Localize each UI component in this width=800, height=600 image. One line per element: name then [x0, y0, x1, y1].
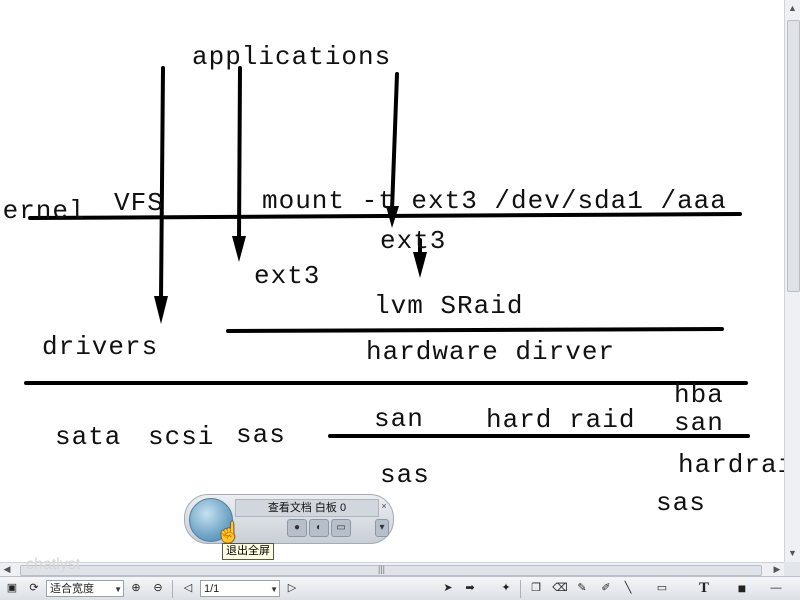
eraser-icon[interactable]: ⌫ — [552, 582, 568, 594]
label-mount-command: mount -t ext3 /dev/sda1 /aaa — [262, 186, 727, 216]
text-tool-icon[interactable]: T — [698, 580, 709, 596]
arrow-tool-icon[interactable]: ➡ — [465, 582, 475, 594]
label-hardware-driver: hardware dirver — [366, 337, 616, 367]
zoom-mode-value: 适合宽度 — [50, 583, 94, 595]
rotate-icon[interactable]: ⟳ — [29, 582, 39, 594]
horizontal-scroll-thumb[interactable] — [20, 565, 762, 576]
line-tool-icon[interactable]: ╲ — [624, 582, 632, 594]
prev-page-icon[interactable]: ◁ — [183, 582, 193, 594]
scroll-down-icon[interactable]: ▼ — [788, 548, 797, 558]
scroll-up-icon[interactable]: ▲ — [788, 3, 797, 13]
label-applications: applications — [192, 42, 392, 72]
lvm-line — [226, 327, 724, 333]
toolbar-separator — [172, 580, 173, 598]
laser-icon[interactable]: ✦ — [501, 582, 511, 594]
panel-tool-icon-3[interactable]: ▭ — [331, 519, 351, 537]
scroll-right-icon[interactable]: ▶ — [773, 564, 781, 574]
bottom-toolbar: ▣ ⟳ 适合宽度 ▼ ⊕ ⊖ ◁ 1/1 ▼ ▷ ➤ ➡ ✦ ❐ ⌫ ✎ ✐ ╲… — [0, 576, 800, 600]
pen-icon[interactable]: ✎ — [577, 582, 587, 594]
floating-control-panel[interactable]: 查看文档 白板 0 × ● ◐ ▭ ▾ — [184, 494, 394, 544]
label-sas-right: sas — [656, 488, 706, 518]
label-sata: sata — [55, 422, 122, 452]
panel-tool-icon-2[interactable]: ◐ — [309, 519, 329, 537]
label-sas-mid: sas — [380, 460, 430, 490]
panel-title: 查看文档 白板 0 — [235, 499, 379, 517]
label-kernel: kernel — [0, 196, 86, 226]
label-scsi: scsi — [148, 422, 215, 452]
zoom-in-icon[interactable]: ⊕ — [131, 582, 141, 594]
color-picker-icon[interactable]: ■ — [737, 580, 747, 596]
exit-fullscreen-icon[interactable] — [189, 498, 233, 542]
label-san-right: san — [674, 408, 724, 438]
arrow-ext3-left — [237, 66, 242, 242]
kernel-line — [28, 212, 742, 220]
label-ext3-left: ext3 — [254, 261, 321, 291]
highlighter-icon[interactable]: ✐ — [601, 582, 611, 594]
label-sas-left: sas — [236, 420, 286, 450]
line-width-icon[interactable]: — — [770, 582, 782, 594]
label-ext3-right: ext3 — [380, 226, 447, 256]
pointer-icon[interactable]: ➤ — [443, 582, 453, 594]
arrow-ext3-right — [390, 72, 399, 212]
watermark: chatlyst — [26, 556, 81, 573]
arrowhead-drivers — [154, 296, 168, 324]
page-indicator-value: 1/1 — [204, 583, 220, 595]
copy-icon[interactable]: ❐ — [531, 582, 541, 594]
arrowhead-ext3-right — [386, 206, 399, 228]
chevron-down-icon: ▼ — [114, 585, 122, 594]
label-hba: hba — [674, 380, 724, 410]
panel-close-icon[interactable]: × — [381, 501, 387, 511]
next-page-icon[interactable]: ▷ — [287, 582, 297, 594]
toolbar-separator — [520, 580, 521, 598]
label-drivers: drivers — [42, 332, 159, 362]
page-indicator-select[interactable]: 1/1 ▼ — [200, 580, 280, 597]
whiteboard-ink — [24, 66, 750, 438]
hand-cursor-icon: ☝ — [216, 522, 241, 544]
chevron-down-icon: ▼ — [270, 585, 278, 594]
label-hardraid-right: hardrai — [678, 450, 784, 480]
exit-fullscreen-tooltip: 退出全屏 — [222, 543, 274, 560]
rectangle-tool-icon[interactable]: ▭ — [656, 582, 668, 594]
vertical-scrollbar[interactable]: ▲ ▼ — [784, 0, 800, 562]
arrowhead-lvm — [413, 252, 427, 278]
arrow-drivers — [159, 66, 165, 302]
whiteboard-canvas[interactable]: applications kernel VFS mount -t ext3 /d… — [0, 0, 784, 562]
label-san-mid: san — [374, 404, 424, 434]
label-lvm-sraid: lvm SRaid — [374, 291, 524, 321]
window-icon[interactable]: ▣ — [6, 582, 18, 594]
zoom-out-icon[interactable]: ⊖ — [153, 582, 163, 594]
arrowhead-ext3-left — [232, 236, 246, 262]
zoom-mode-select[interactable]: 适合宽度 ▼ — [46, 580, 124, 597]
panel-expand-icon[interactable]: ▾ — [375, 519, 389, 537]
panel-tool-icon-1[interactable]: ● — [287, 519, 307, 537]
label-hard-raid: hard raid — [486, 405, 636, 435]
scroll-grip-icon: ||| — [378, 564, 386, 574]
label-vfs: VFS — [114, 188, 164, 218]
scrollbar-corner — [784, 562, 800, 576]
scroll-left-icon[interactable]: ◀ — [3, 564, 11, 574]
vertical-scroll-thumb[interactable] — [787, 20, 800, 292]
horizontal-scrollbar[interactable]: ◀ ||| ▶ — [0, 562, 784, 576]
